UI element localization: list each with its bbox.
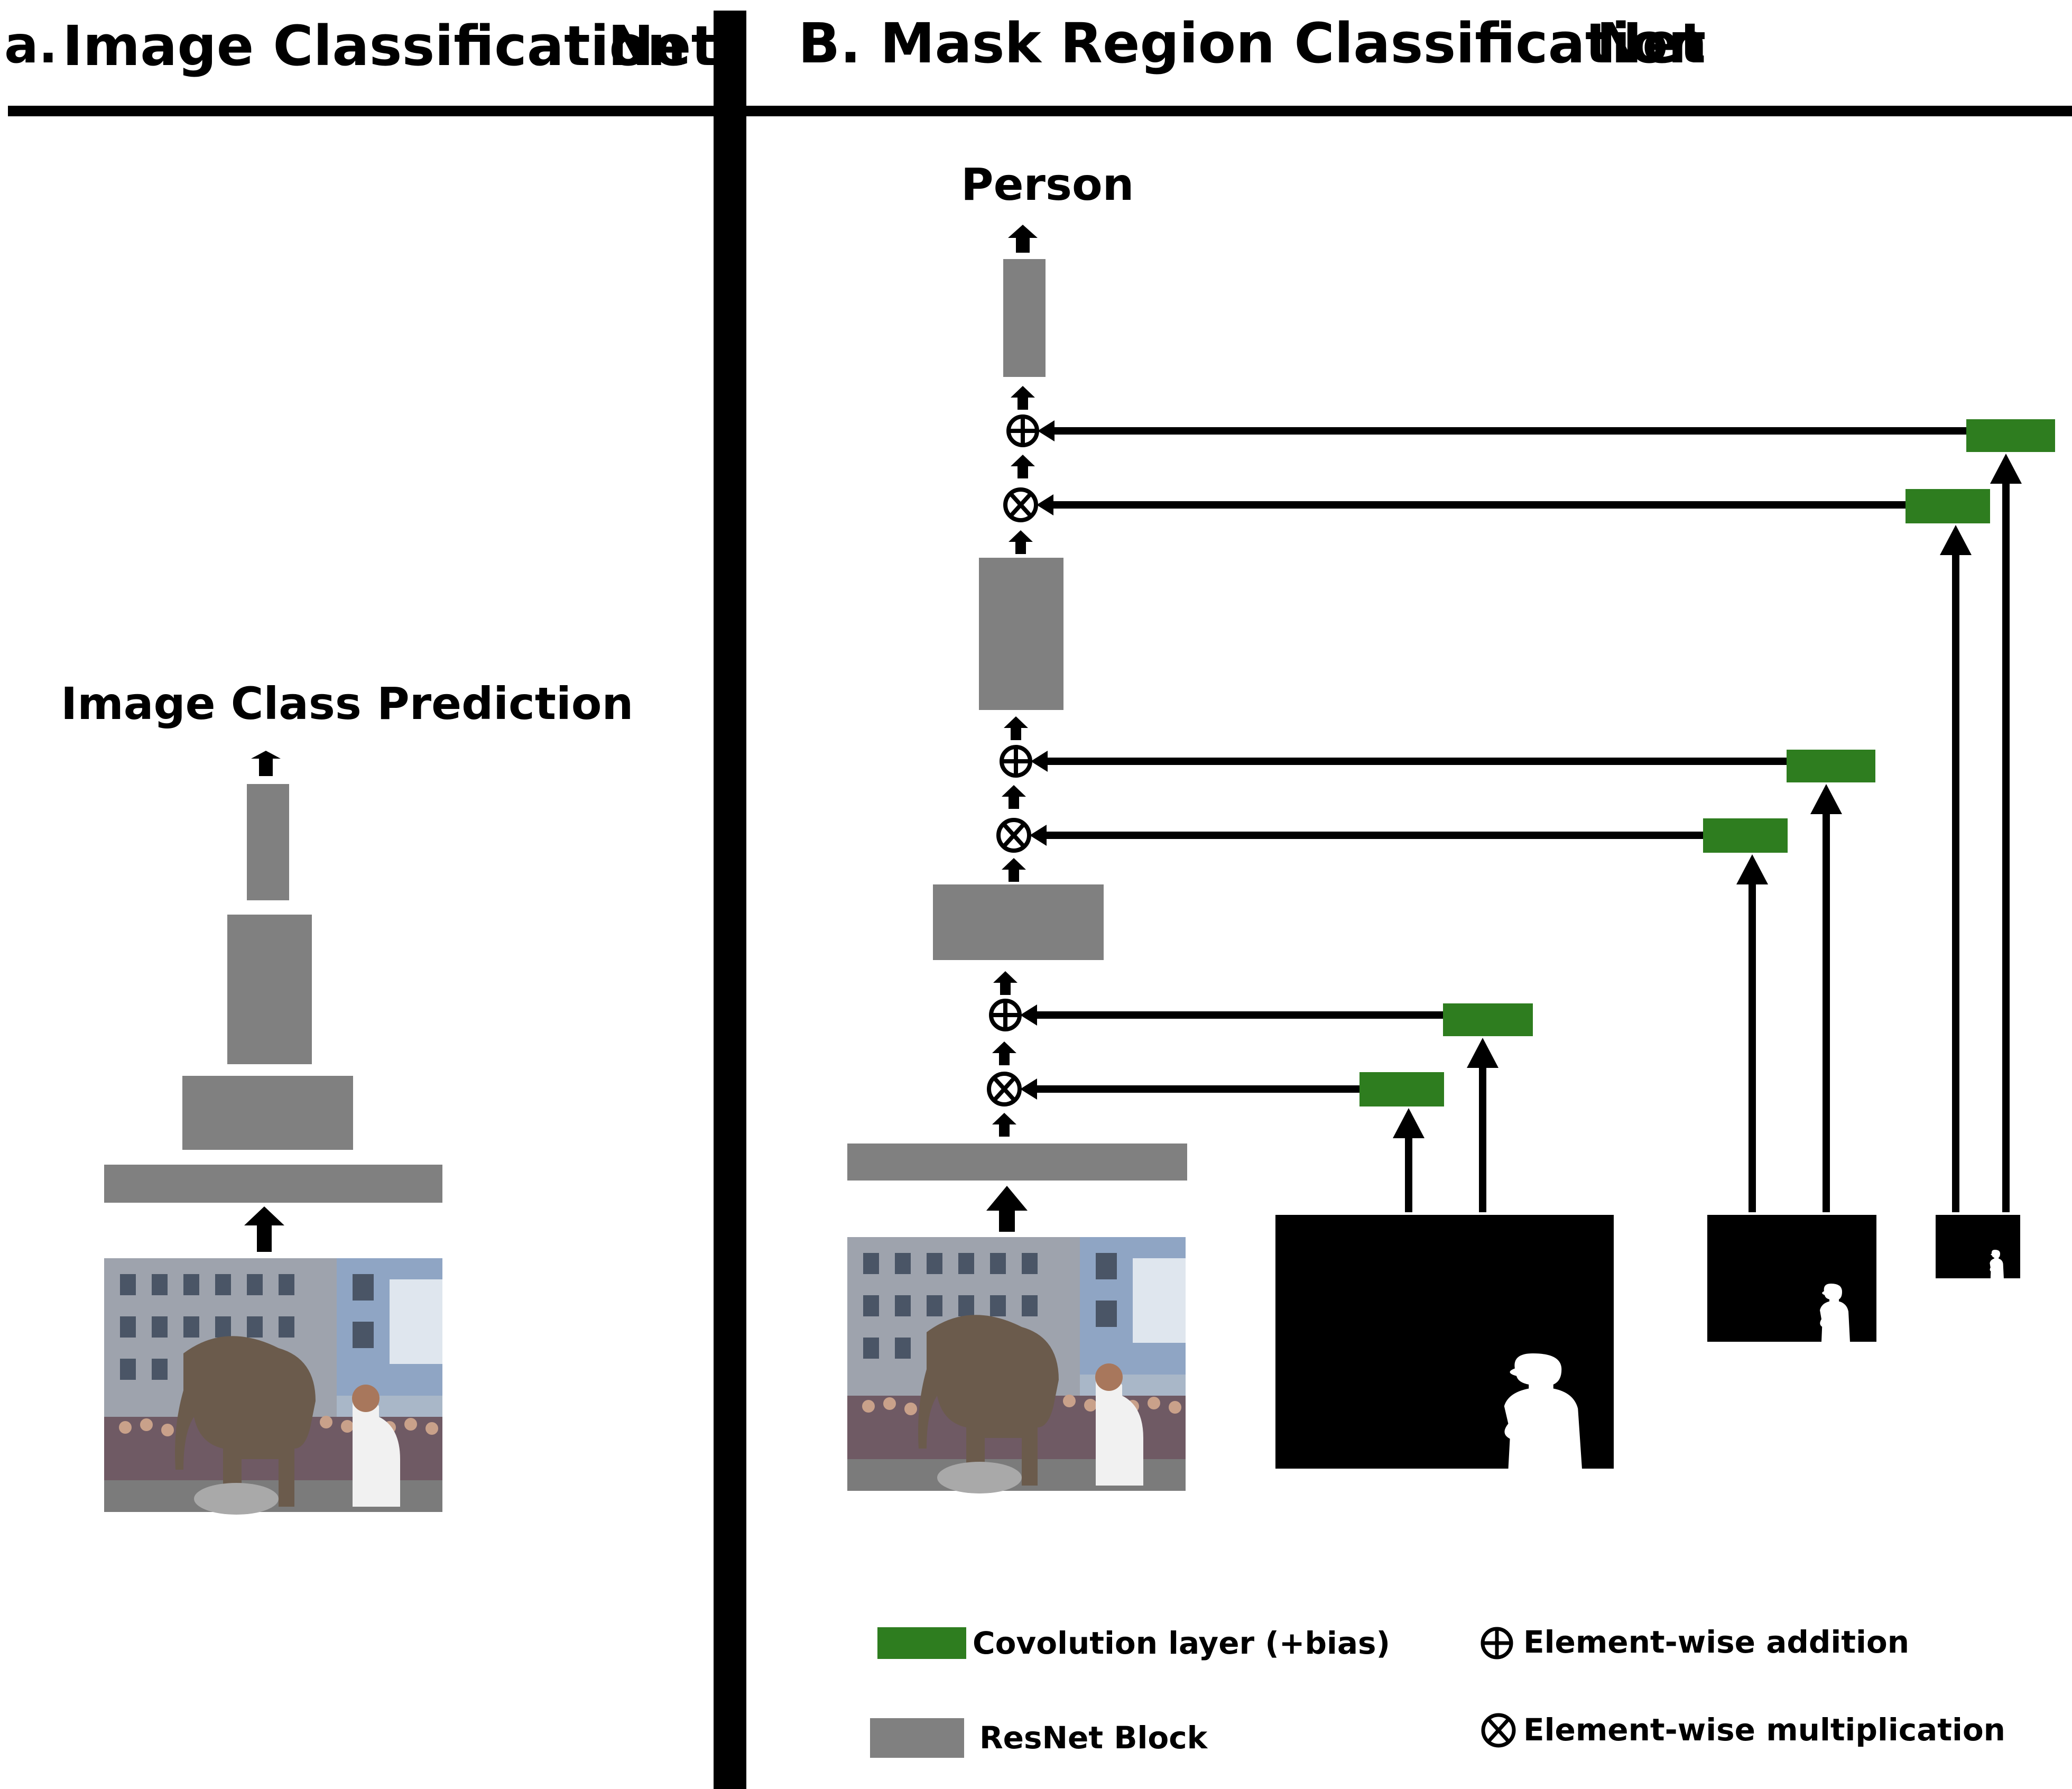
conv-layer — [1787, 750, 1875, 782]
up-arrow-icon — [1004, 716, 1028, 740]
legend-mult-label: Element-wise multiplication — [1523, 1712, 2005, 1748]
resnet-block — [933, 884, 1104, 960]
up-arrow-icon — [251, 751, 281, 776]
up-arrow-icon — [1008, 225, 1038, 253]
conv-layer — [1359, 1072, 1444, 1106]
circled-plus-icon — [1000, 745, 1032, 778]
conv-layer — [1703, 818, 1788, 853]
panel-b-title-tail: Net — [1596, 11, 1706, 76]
panel-a-output-label: Image Class Prediction — [61, 678, 633, 730]
resnet-block — [182, 1076, 353, 1150]
up-arrow-icon — [1011, 455, 1035, 478]
legend-resnet-swatch — [870, 1718, 964, 1758]
legend-add-label: Element-wise addition — [1523, 1624, 1909, 1660]
up-arrow-icon — [986, 1186, 1028, 1232]
conv-layer — [1966, 419, 2055, 452]
header-rule — [8, 106, 2072, 116]
left-arrow-icon — [1020, 1004, 1037, 1026]
mask-large — [1275, 1215, 1614, 1469]
up-arrow-icon — [1002, 858, 1026, 882]
up-arrow-icon — [1810, 784, 1842, 814]
up-arrow-icon — [992, 1041, 1016, 1065]
up-arrow-icon — [1393, 1108, 1424, 1138]
circled-x-icon — [996, 818, 1031, 853]
up-arrow-icon — [1467, 1038, 1498, 1068]
legend-conv-label: Covolution layer (+bias) — [973, 1625, 1390, 1661]
conv-layer — [1443, 1003, 1533, 1036]
left-arrow-icon — [1038, 420, 1054, 441]
up-arrow-icon — [1011, 386, 1035, 410]
circled-plus-icon — [1481, 1627, 1513, 1659]
panel-a-title-tail: Net — [608, 14, 717, 78]
up-arrow-icon — [992, 1113, 1016, 1137]
up-arrow-icon — [993, 971, 1018, 995]
panel-b-title: B. Mask Region Classification — [798, 11, 1707, 76]
legend-conv-swatch — [877, 1627, 966, 1659]
circled-x-icon — [1003, 487, 1038, 522]
panel-a-letter: a. — [4, 15, 58, 75]
left-arrow-icon — [1030, 825, 1047, 846]
left-arrow-icon — [1020, 1078, 1037, 1100]
resnet-block — [247, 784, 289, 900]
resnet-block — [104, 1165, 442, 1203]
circled-x-icon — [1481, 1713, 1516, 1748]
up-arrow-icon — [1002, 785, 1026, 809]
legend-resnet-label: ResNet Block — [979, 1720, 1208, 1756]
mask-small — [1936, 1215, 2020, 1279]
conv-layer — [1906, 489, 1990, 523]
input-image — [104, 1258, 442, 1515]
up-arrow-icon — [244, 1206, 284, 1252]
input-image — [847, 1237, 1186, 1493]
up-arrow-icon — [1736, 854, 1768, 884]
panel-a-title: Image Classification — [62, 14, 686, 78]
left-arrow-icon — [1031, 751, 1048, 772]
panel-divider — [714, 11, 746, 1789]
resnet-block — [227, 915, 312, 1064]
circled-plus-icon — [989, 999, 1022, 1031]
up-arrow-icon — [1990, 454, 2022, 484]
panel-b-output-label: Person — [961, 159, 1134, 210]
circled-x-icon — [987, 1072, 1022, 1106]
resnet-block — [979, 558, 1063, 710]
up-arrow-icon — [1009, 530, 1033, 554]
resnet-block — [847, 1144, 1187, 1181]
resnet-block — [1003, 259, 1046, 377]
left-arrow-icon — [1037, 494, 1053, 515]
up-arrow-icon — [1940, 525, 1972, 555]
mask-medium — [1707, 1215, 1876, 1342]
circled-plus-icon — [1006, 414, 1039, 447]
